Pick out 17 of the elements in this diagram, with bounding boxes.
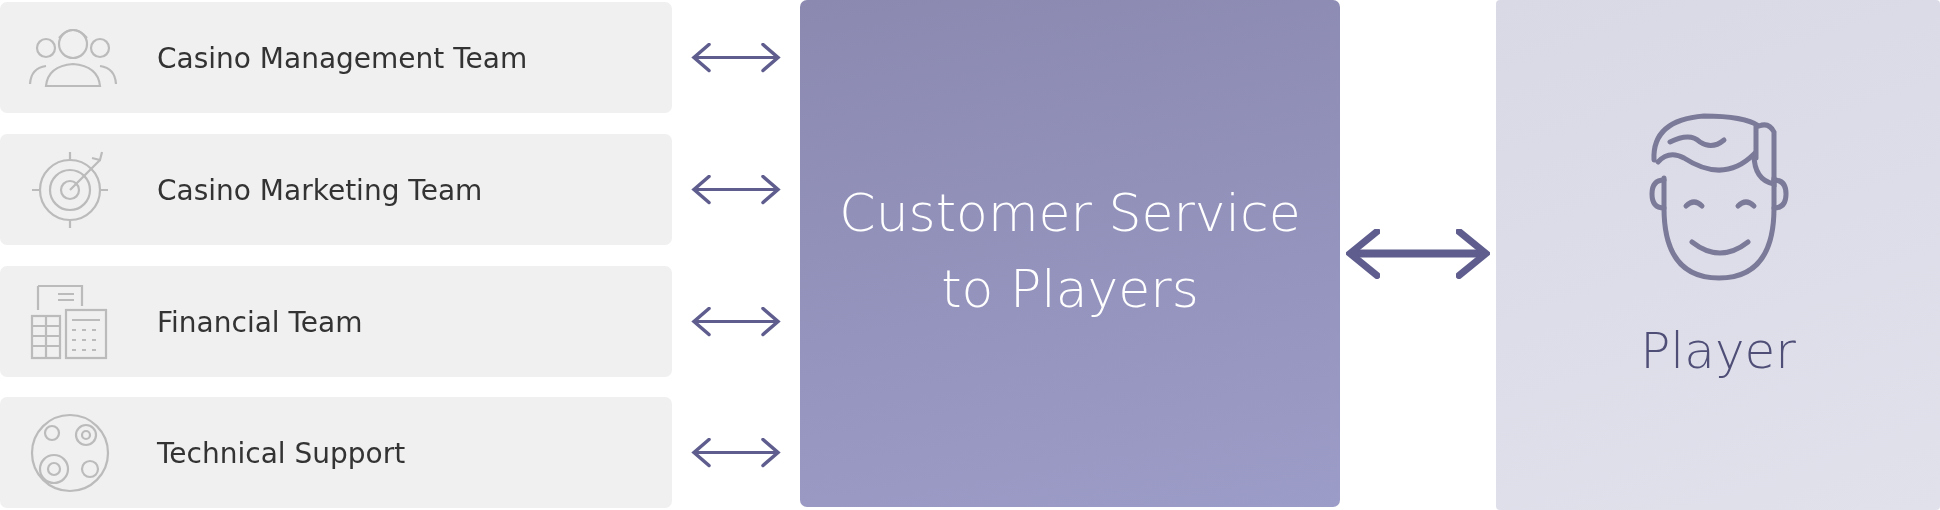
player-box xyxy=(1496,0,1940,510)
team-box xyxy=(0,2,672,113)
player-label: Player xyxy=(1639,322,1797,380)
team-box xyxy=(0,397,672,508)
double-arrow xyxy=(692,306,780,337)
double-arrow xyxy=(692,174,780,205)
double-arrow xyxy=(692,437,780,468)
team-label: Casino Marketing Team xyxy=(157,173,483,206)
team-label: Technical Support xyxy=(157,436,406,469)
double-arrow xyxy=(692,42,780,73)
service-label: Customer Service to Players xyxy=(838,182,1302,321)
double-arrow xyxy=(1346,228,1490,279)
service-box xyxy=(800,0,1340,507)
team-box xyxy=(0,134,672,245)
team-label: Casino Management Team xyxy=(157,41,528,74)
team-box xyxy=(0,266,672,377)
team-label: Financial Team xyxy=(157,305,363,338)
